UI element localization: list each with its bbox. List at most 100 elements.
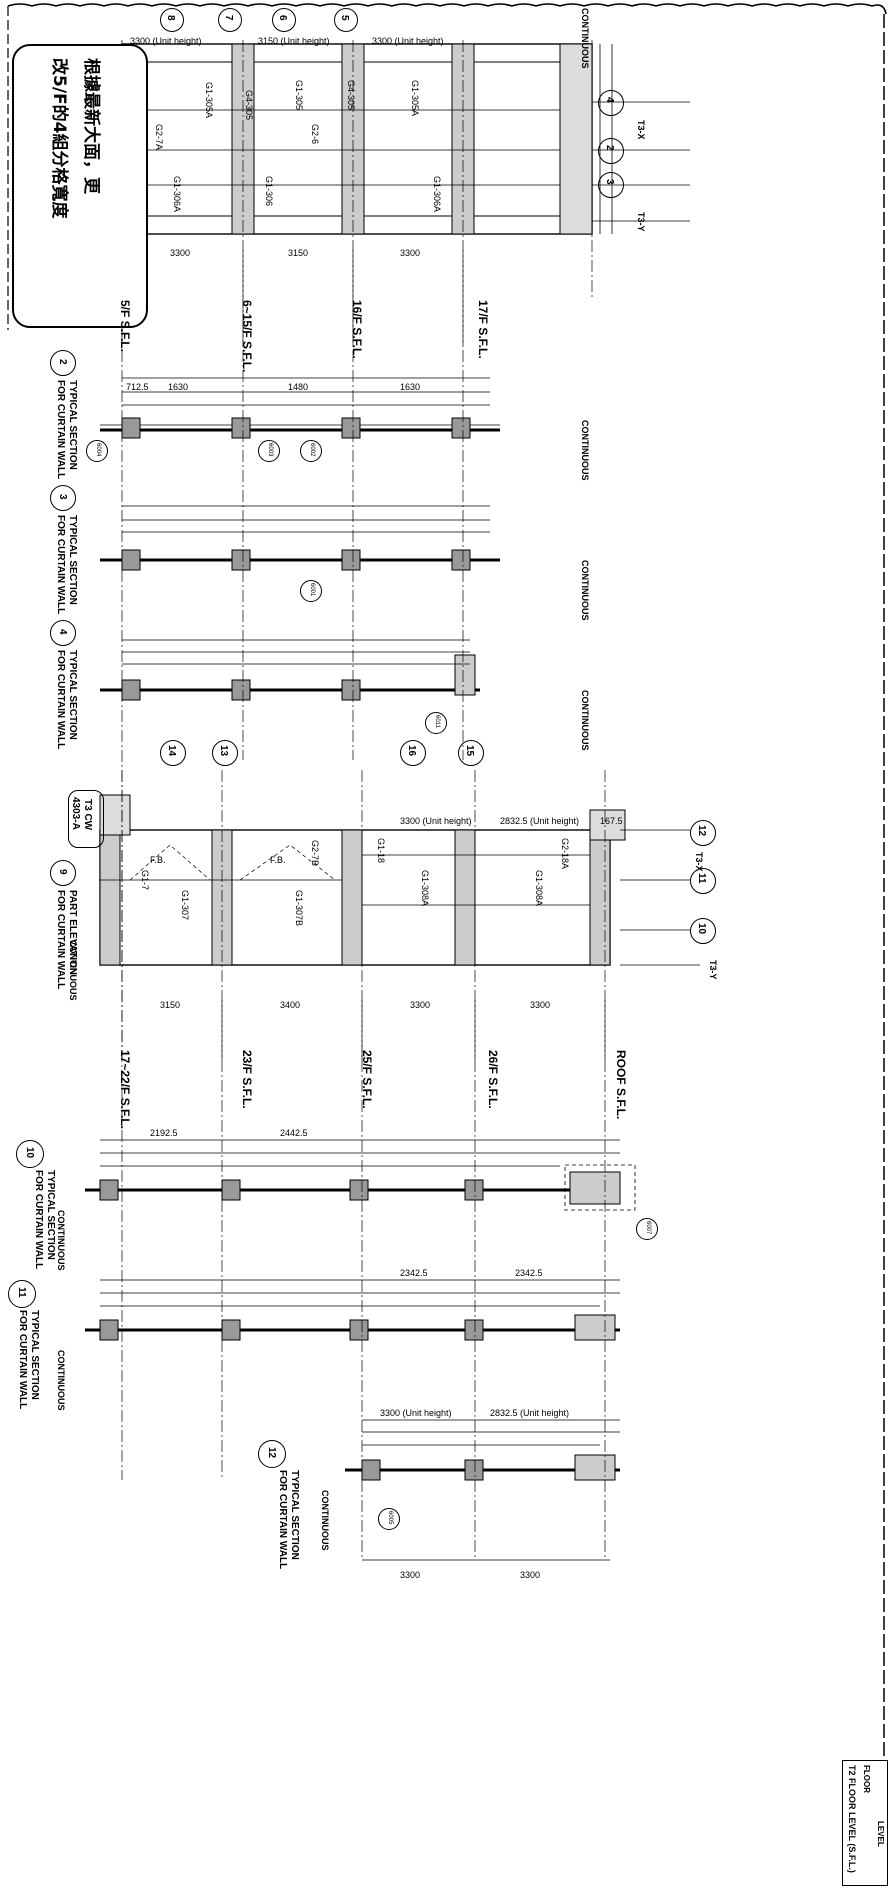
grid-15-label: 15 [464, 745, 475, 757]
continuous-label-1: CONTINUOUS [580, 8, 590, 69]
continuous-label-7: CONTINUOUS [56, 1350, 66, 1411]
section-10-wall [85, 1139, 636, 1211]
detail-ref-6005-marker: 6005 [378, 1508, 400, 1530]
detail-ref-6003: 6003 [267, 443, 273, 457]
side-ref-3: T3-Y [708, 960, 718, 980]
grid-right-12-marker: 12 [690, 820, 716, 846]
detail-ref-6001-marker: 6001 [300, 580, 322, 602]
section-12-wall [345, 1419, 620, 1561]
detail-ref-6011-marker: 6011 [425, 712, 447, 734]
level-roof: ROOF S.F.L. [614, 1050, 628, 1120]
section-2-title: TYPICAL SECTION [67, 380, 78, 470]
level-lines [121, 250, 606, 1560]
floor-table-col2: LEVEL [876, 1821, 885, 1847]
grid-7-marker: 7 [218, 8, 242, 32]
section-11-number: 11 [16, 1287, 27, 1298]
grid-right-11-label: 11 [696, 873, 707, 884]
section-9-number: 9 [57, 869, 68, 875]
section-2-wall [100, 377, 500, 439]
grid-16-marker: 16 [400, 740, 426, 766]
continuous-label-2: CONTINUOUS [580, 420, 590, 481]
grid-5-label: 5 [339, 15, 350, 21]
panel-code-upper-1: G1-305A [204, 82, 214, 119]
level-6-15f: 6~15/F S.F.L. [240, 300, 254, 373]
fb-mark-2: F.B. [270, 855, 286, 865]
floor-level-table: T2 FLOOR LEVEL (S.F.L.) FLOOR LEVEL [842, 1760, 888, 1886]
detail-ref-6002-marker: 6002 [300, 440, 322, 462]
dim-sec12-3: 3300 [400, 1570, 421, 1580]
section-4-subtitle: FOR CURTAIN WALL [55, 650, 66, 750]
cw-tag: T3 CW 4303-A [68, 790, 104, 848]
dim-sec2-4: 1630 [400, 382, 421, 392]
dim-lower-top-2: 2832.5 (Unit height) [500, 816, 580, 826]
grid-14-label: 14 [166, 745, 177, 757]
grid-right-10-marker: 10 [690, 918, 716, 944]
panel-code-upper-2: G4-305 [244, 90, 254, 121]
panel-code-lower-6: G2-7B [310, 840, 320, 867]
dim-bottom-2: 3150 [288, 248, 309, 258]
side-ref-4: T3-X [694, 852, 704, 872]
panel-code-lower-1: G1-18 [376, 838, 386, 864]
dim-sec11-2: 2342.5 [515, 1268, 543, 1278]
detail-ref-6004-marker: 6004 [86, 440, 108, 462]
detail-ref-6001: 6001 [309, 583, 315, 597]
floor-table-title: T2 FLOOR LEVEL (S.F.L.) [847, 1765, 857, 1873]
section-12-number: 12 [266, 1447, 277, 1459]
detail-ref-6011: 6011 [434, 715, 440, 728]
dim-lower-total-2: 3400 [280, 1000, 301, 1010]
dim-sec10-1: 2192.5 [150, 1128, 178, 1138]
level-26f: 26/F S.F.L. [486, 1050, 500, 1109]
dim-lower-total-3: 3300 [410, 1000, 431, 1010]
grid-6-label: 6 [277, 15, 288, 21]
detail-ref-6007: 6007 [645, 1221, 651, 1235]
level-16f: 16/F S.F.L. [350, 300, 364, 359]
panel-code-upper-7: G1-306 [264, 176, 274, 207]
fb-mark-1: F.B. [150, 855, 166, 865]
panel-code-upper-9: G2-7A [154, 124, 164, 151]
grid-right-12-label: 12 [696, 825, 707, 837]
grid-right-2-label: 2 [604, 145, 615, 151]
grid-right-2-marker: 2 [598, 138, 624, 164]
dim-lower-top-3: 167.5 [600, 816, 623, 826]
section-11-title: TYPICAL SECTION [29, 1310, 40, 1400]
panel-code-upper-10: G2-6 [310, 124, 320, 145]
grid-7-label: 7 [223, 15, 234, 21]
continuous-label-5: CONTINUOUS [68, 940, 78, 1001]
grid-5-marker: 5 [334, 8, 358, 32]
panel-code-upper-4: G4-305 [346, 80, 356, 111]
section-4-wall [100, 639, 480, 701]
section-10-subtitle: FOR CURTAIN WALL [33, 1170, 44, 1270]
section-12-subtitle: FOR CURTAIN WALL [277, 1470, 288, 1570]
section-3-marker: 3 [50, 485, 76, 511]
dim-lower-top-1: 3300 (Unit height) [400, 816, 472, 826]
dim-bottom-1: 3300 [170, 248, 191, 258]
section-9-subtitle: FOR CURTAIN WALL [55, 890, 66, 990]
panel-code-upper-5: G1-305A [410, 80, 420, 117]
grid-13-marker: 13 [212, 740, 238, 766]
revision-note-line1: 根據最新大面，更 [81, 58, 101, 194]
dim-sec12-1: 3300 (Unit height) [380, 1408, 452, 1418]
section-3-title: TYPICAL SECTION [67, 515, 78, 605]
grid-8-label: 8 [165, 15, 176, 21]
grid-right-10-label: 10 [696, 923, 707, 935]
continuous-label-3: CONTINUOUS [580, 560, 590, 621]
side-ref-1: T3-X [636, 120, 646, 140]
grid-8-marker: 8 [160, 8, 184, 32]
lower-elevation [99, 770, 700, 1060]
detail-ref-6005: 6005 [387, 1511, 393, 1525]
section-4-title: TYPICAL SECTION [67, 650, 78, 740]
dim-sec12-4: 3300 [520, 1570, 541, 1580]
section-4-marker: 4 [50, 620, 76, 646]
section-10-number: 10 [24, 1147, 35, 1159]
dim-top-1: 3300 (Unit height) [130, 36, 202, 46]
section-11-wall [85, 1279, 620, 1341]
dim-sec12-2: 2832.5 (Unit height) [490, 1408, 570, 1418]
revision-cloud-border [7, 3, 887, 15]
grid-15-marker: 15 [458, 740, 484, 766]
side-ref-2: T3-Y [636, 212, 646, 232]
dim-bottom-3: 3300 [400, 248, 421, 258]
detail-ref-6007-marker: 6007 [636, 1218, 658, 1240]
panel-code-upper-8: G1-306A [432, 176, 442, 213]
detail-ref-6004: 6004 [95, 443, 101, 457]
